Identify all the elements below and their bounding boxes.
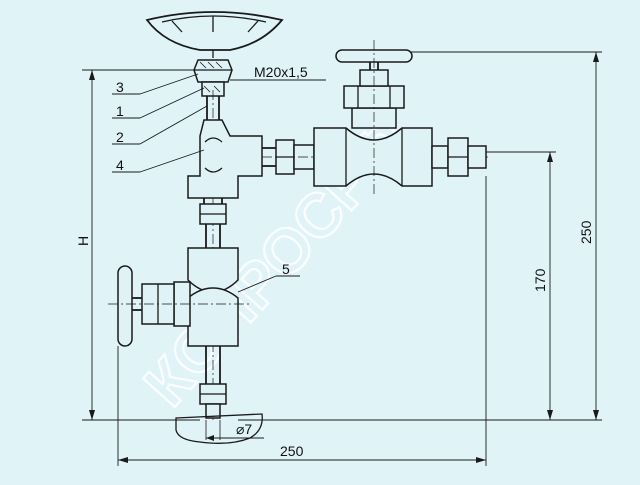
dim-170-label: 170 [532,268,548,292]
thread-label: M20x1,5 [254,64,308,80]
dim-250-horizontal-label: 250 [280,443,304,459]
callout-4: 4 [116,157,124,173]
lower-vertical-pipe [199,198,227,248]
dim-diameter-label: ⌀7 [236,421,252,437]
dim-height-label: H [75,236,91,246]
dimension-lines [82,51,602,466]
callout-5: 5 [282,261,290,277]
tee-fitting [187,119,263,199]
callout-1: 1 [116,103,124,119]
callout-3: 3 [116,79,124,95]
top-funnel [145,11,284,58]
callout-leaders [112,73,326,293]
callout-2: 2 [116,129,124,145]
right-valve [313,40,487,196]
lower-valve [108,247,250,347]
dim-250-vertical-label: 250 [578,220,594,244]
bottom-connection [175,346,263,444]
